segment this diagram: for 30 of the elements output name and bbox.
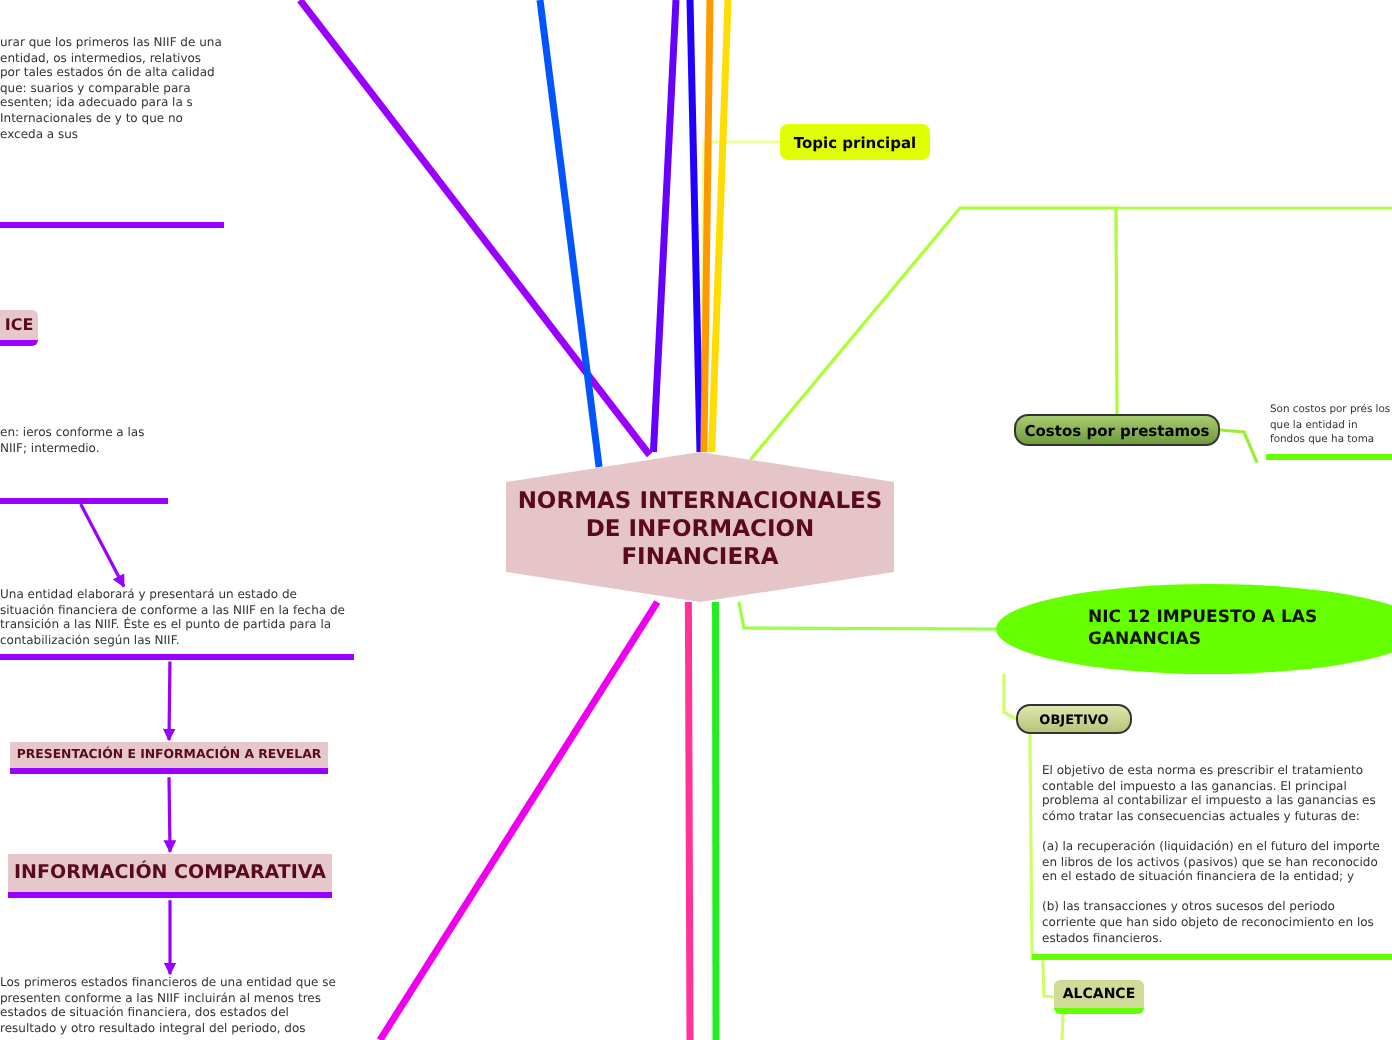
note-text [0, 36, 224, 228]
topic-title: NIC 12 IMPUESTO A LAS GANANCIAS [1088, 607, 1320, 651]
arrow [162, 661, 176, 742]
connector-line [536, 0, 603, 468]
arrow [163, 777, 177, 854]
connector-line [749, 206, 1119, 461]
connector-line [686, 0, 704, 453]
topic-title: NORMAS INTERNACIONALES DE INFORMACION FINANCIERA [515, 485, 885, 569]
note-text [0, 588, 354, 660]
arrow [163, 900, 177, 976]
note-text [1032, 764, 1392, 960]
connector-line [377, 600, 661, 1040]
connector-line [297, 0, 653, 458]
topic-box: INFORMACIÓN COMPARATIVA [8, 854, 332, 898]
connector-line [1028, 734, 1034, 960]
connector-line [1041, 959, 1055, 999]
note-text [1266, 404, 1392, 460]
note-text [0, 426, 168, 504]
connector-line [700, 0, 714, 453]
connector-line [712, 602, 720, 1040]
connector-line [708, 0, 732, 453]
central-topic-hexagon [506, 452, 894, 602]
connector-line [1002, 674, 1017, 721]
topic-box: ICE [0, 310, 38, 346]
connector-line [649, 0, 680, 453]
connector-line [737, 601, 996, 631]
connector-line [1060, 1013, 1065, 1040]
arrow [79, 503, 126, 588]
connector-line [1219, 428, 1259, 464]
connector-line [684, 602, 694, 1040]
